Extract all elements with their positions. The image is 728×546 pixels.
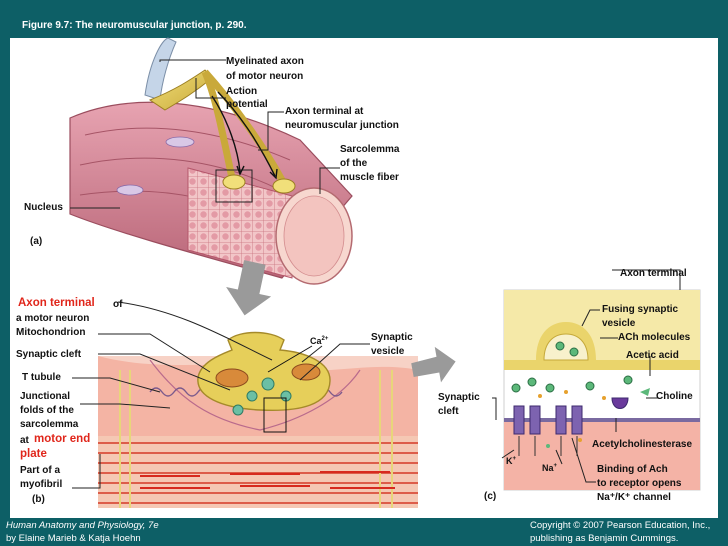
motor-end-plate-illustration — [98, 331, 418, 508]
label-k-text: K — [506, 456, 513, 466]
footer-book-title: Human Anatomy and Physiology, 7e — [6, 520, 159, 531]
label-junctional-2: folds of the — [20, 405, 74, 416]
label-action-potential-2: potential — [226, 99, 268, 110]
label-synaptic-vesicle-1: Synaptic — [371, 332, 413, 343]
label-action-potential-1: Action — [226, 86, 258, 97]
label-myelinated-axon-2: of motor neuron — [226, 71, 304, 82]
footer-publisher: publishing as Benjamin Cummings. — [530, 533, 679, 544]
label-junctional-3: sarcolemma — [20, 419, 79, 430]
label-na: Na+ — [542, 460, 557, 474]
label-axon-terminal-c: Axon terminal — [620, 268, 687, 279]
label-myelinated-axon-1: Myelinated axon — [226, 56, 304, 67]
label-sarcolemma-2: of the — [340, 158, 368, 169]
footer-authors: by Elaine Marieb & Katja Hoehn — [6, 533, 141, 544]
panel-a-label: (a) — [30, 236, 43, 247]
label-binding-2: to receptor opens — [597, 478, 682, 489]
label-sarcolemma-1: Sarcolemma — [340, 144, 400, 155]
label-junctional-1: Junctional — [20, 391, 71, 402]
label-t-tubule: T tubule — [22, 372, 61, 383]
label-synaptic-cleft-b: Synaptic cleft — [16, 349, 82, 360]
label-part-of-1: Part of a — [20, 465, 61, 476]
label-motor-end: motor end — [34, 433, 91, 445]
label-at: at — [20, 435, 29, 446]
label-acetic-acid: Acetic acid — [626, 350, 679, 361]
zoom-arrow-b-to-c — [411, 346, 456, 383]
synapse-detail-illustration — [503, 289, 701, 491]
label-binding-1: Binding of Ach — [597, 464, 668, 475]
label-axon-terminal-nmj-1: Axon terminal at — [285, 106, 364, 117]
label-axon-terminal-nmj-2: neuromuscular junction — [285, 120, 399, 131]
muscle-fiber-illustration — [69, 101, 353, 285]
label-na-sup: + — [553, 463, 558, 469]
label-na-text: Na — [542, 463, 554, 473]
label-ca-text: Ca — [310, 336, 322, 346]
label-ca-sup: 2+ — [321, 336, 329, 342]
label-ach-molecules: ACh molecules — [618, 332, 691, 343]
label-nucleus: Nucleus — [24, 202, 63, 213]
label-synaptic-cleft-c-1: Synaptic — [438, 392, 480, 403]
label-motor-neuron: a motor neuron — [16, 313, 90, 324]
panel-b-label: (b) — [32, 494, 45, 505]
label-k-sup: + — [512, 456, 517, 462]
label-acetylcholinesterase: Acetylcholinesterase — [592, 439, 693, 450]
label-ca: Ca2+ — [310, 333, 328, 347]
label-k: K+ — [506, 453, 516, 467]
label-of: of — [113, 299, 123, 310]
label-axon-terminal-highlight: Axon terminal — [18, 297, 95, 309]
leader-lines — [70, 59, 681, 489]
label-fusing-2: vesicle — [602, 318, 636, 329]
label-mitochondrion: Mitochondrion — [16, 327, 86, 338]
label-sarcolemma-3: muscle fiber — [340, 172, 399, 183]
label-plate: plate — [20, 448, 47, 460]
label-fusing-1: Fusing synaptic — [602, 304, 679, 315]
label-synaptic-vesicle-2: vesicle — [371, 346, 405, 357]
panel-c-label: (c) — [484, 491, 497, 502]
footer-copyright: Copyright © 2007 Pearson Education, Inc.… — [530, 520, 711, 531]
zoom-arrow-a-to-b — [226, 260, 272, 316]
figure-title: Figure 9.7: The neuromuscular junction, … — [22, 20, 247, 31]
label-part-of-2: myofibril — [20, 479, 63, 490]
label-binding-3: Na⁺/K⁺ channel — [597, 492, 671, 503]
motor-axon — [144, 37, 296, 203]
label-choline: Choline — [656, 391, 693, 402]
label-synaptic-cleft-c-2: cleft — [438, 406, 459, 417]
